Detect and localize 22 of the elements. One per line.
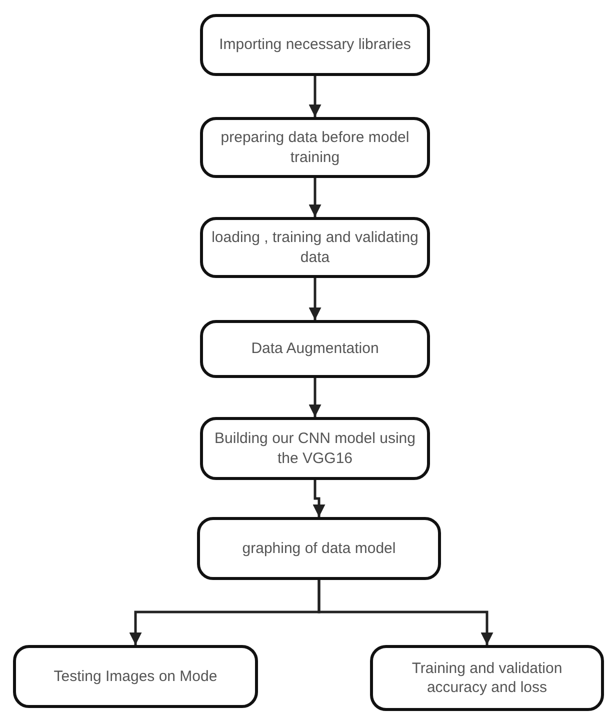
process-box	[200, 417, 430, 480]
arrow	[308, 76, 322, 117]
box-label: Training and validation accuracy and loss	[410, 658, 564, 698]
arrow	[308, 278, 322, 320]
process-box	[200, 320, 430, 378]
process-box	[200, 14, 430, 76]
box-label: Building our CNN model using the VGG16	[214, 429, 416, 468]
box-label: Importing necessary libraries	[219, 35, 411, 55]
box-label: preparing data before model training	[220, 128, 410, 167]
arrow	[308, 378, 322, 417]
process-box	[197, 517, 441, 580]
arrow	[308, 178, 322, 217]
process-box	[13, 645, 258, 708]
arrow	[318, 580, 494, 645]
process-box	[200, 117, 430, 178]
box-label: loading , training and validating data	[211, 228, 419, 267]
process-box	[200, 217, 430, 278]
process-box	[370, 645, 604, 711]
box-label: Testing Images on Mode	[54, 666, 218, 686]
box-label: Data Augmentation	[251, 339, 379, 359]
arrow	[312, 480, 326, 517]
box-label: graphing of data model	[242, 538, 396, 558]
